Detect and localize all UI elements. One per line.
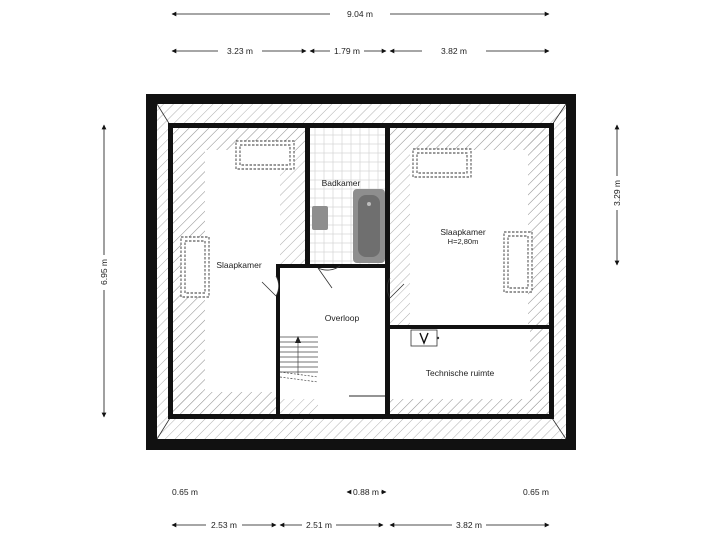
dim-bottom-right: 3.82 m: [456, 520, 482, 530]
dim-right-height: 3.29 m: [612, 180, 622, 206]
stair-arrow-icon: [295, 336, 301, 343]
room-label-overloop: Overloop: [325, 313, 360, 323]
room-floors: [205, 128, 530, 414]
dim-top-total: 9.04 m: [347, 9, 373, 19]
dimension-lines: [101, 11, 620, 528]
staircase: [279, 336, 319, 383]
room-label-slaapkamer-left: Slaapkamer: [216, 260, 262, 270]
dim-left-height: 6.95 m: [99, 259, 109, 285]
dim-bottom-mid-margin: 0.88 m: [353, 487, 379, 497]
dim-bottom-left: 2.53 m: [211, 520, 237, 530]
room-label-slaapkamer-right: Slaapkamer: [440, 227, 486, 237]
bathroom-fixtures: [312, 189, 385, 263]
dim-bottom-mid: 2.51 m: [306, 520, 332, 530]
room-label-badkamer: Badkamer: [322, 178, 361, 188]
doors: [261, 265, 405, 397]
dim-bottom-right-margin: 0.65 m: [523, 487, 549, 497]
dim-bottom-left-margin: 0.65 m: [172, 487, 198, 497]
toilet: [312, 206, 328, 230]
skylights: [180, 140, 533, 298]
dim-top-mid: 1.79 m: [334, 46, 360, 56]
dim-top-left: 3.23 m: [227, 46, 253, 56]
boiler-icon: [410, 329, 440, 347]
room-label-technische-ruimte: Technische ruimte: [426, 368, 495, 378]
room-height-slaapkamer-right: H=2,80m: [448, 237, 479, 246]
dim-top-right: 3.82 m: [441, 46, 467, 56]
